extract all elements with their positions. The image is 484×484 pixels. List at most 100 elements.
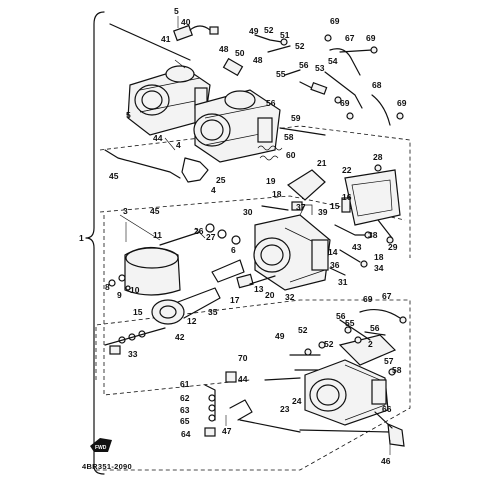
screw-59 [279, 127, 326, 136]
part-label-46: 46 [381, 456, 391, 466]
part-label-69: 69 [340, 98, 350, 108]
part-label-48: 48 [219, 44, 229, 54]
part-label-56: 56 [299, 60, 309, 70]
part-label-41: 41 [161, 34, 171, 44]
part-label-49: 49 [249, 26, 259, 36]
fwd-label: FWD [95, 445, 107, 451]
float-chamber-upper [286, 164, 401, 226]
part-label-18: 18 [272, 189, 282, 199]
part-label-40: 40 [181, 17, 191, 27]
piston-valve-12 [151, 273, 276, 325]
part-label-52: 52 [264, 25, 274, 35]
part-label-44: 44 [238, 374, 248, 384]
part-label-27: 27 [206, 232, 216, 242]
part-label-35: 35 [208, 307, 218, 317]
lower-group-outline [95, 299, 411, 471]
leader-lines [119, 16, 391, 455]
part-label-6: 6 [231, 245, 236, 255]
part-label-17: 17 [230, 295, 240, 305]
assembly-bracket [85, 11, 105, 475]
part-label-43: 43 [352, 242, 362, 252]
part-label-39: 39 [318, 207, 328, 217]
part-label-55: 55 [345, 318, 355, 328]
throttle-shaft-46 [299, 411, 405, 447]
part-label-2: 2 [368, 339, 373, 349]
part-label-45: 45 [109, 171, 119, 181]
part-label-66: 66 [382, 404, 392, 414]
part-label-20: 20 [265, 290, 275, 300]
part-label-52: 52 [298, 325, 308, 335]
part-label-16: 16 [342, 192, 352, 202]
part-label-67: 67 [382, 291, 392, 301]
part-label-57: 57 [384, 356, 394, 366]
part-label-12: 12 [187, 316, 197, 326]
lower-small-parts [225, 319, 396, 383]
part-label-55: 55 [276, 69, 286, 79]
part-label-5: 5 [174, 6, 179, 16]
diaphragm-cover-11 [124, 227, 206, 296]
vent-hoses-lower [344, 308, 407, 344]
part-label-5: 5 [126, 110, 131, 120]
part-label-63: 63 [180, 405, 190, 415]
part-label-24: 24 [292, 396, 302, 406]
part-label-51: 51 [280, 30, 290, 40]
link-bracket-25 [181, 157, 209, 183]
part-label-67: 67 [345, 33, 355, 43]
part-label-21: 21 [317, 158, 327, 168]
part-label-11: 11 [153, 230, 162, 240]
part-label-9: 9 [117, 290, 122, 300]
lower-carburetor [304, 334, 397, 426]
part-label-13: 13 [254, 284, 264, 294]
part-labels: 5 40 41 49 52 51 52 69 67 69 48 50 48 54… [79, 6, 407, 466]
part-label-59: 59 [291, 113, 301, 123]
linkage-lower-left [204, 384, 301, 437]
part-label-34: 34 [374, 263, 384, 273]
part-label-58: 58 [284, 132, 294, 142]
part-label-65: 65 [180, 416, 190, 426]
part-label-15: 15 [330, 201, 340, 211]
linkage-rod-45 [104, 149, 181, 179]
part-label-30: 30 [243, 207, 253, 217]
part-label-47: 47 [222, 426, 232, 436]
part-label-68: 68 [372, 80, 382, 90]
part-label-69: 69 [363, 294, 373, 304]
top-left-carburetor [127, 59, 211, 136]
part-label-69: 69 [366, 33, 376, 43]
part-label-28: 28 [373, 152, 383, 162]
part-label-10: 10 [130, 285, 140, 295]
part-label-26: 26 [194, 226, 204, 236]
part-label-62: 62 [180, 393, 190, 403]
part-label-53: 53 [315, 63, 325, 73]
part-label-25: 25 [216, 175, 226, 185]
part-label-64: 64 [181, 429, 191, 439]
part-label-54: 54 [328, 56, 338, 66]
jet-set-33 [104, 327, 166, 355]
middle-small-parts [261, 201, 394, 276]
small-washers-8-9-10 [108, 274, 131, 291]
part-label-33: 33 [128, 349, 138, 359]
part-label-1: 1 [79, 233, 84, 243]
part-label-50: 50 [235, 48, 245, 58]
part-label-58: 58 [392, 365, 402, 375]
part-label-4: 4 [211, 185, 216, 195]
part-label-52: 52 [295, 41, 305, 51]
part-label-3: 3 [123, 206, 128, 216]
part-label-8: 8 [105, 282, 110, 292]
part-label-61: 61 [180, 379, 190, 389]
top-small-parts [173, 24, 342, 104]
vent-hoses-top [324, 34, 404, 126]
part-label-36: 36 [330, 260, 340, 270]
part-label-44: 44 [153, 133, 163, 143]
bracket-26-27 [205, 223, 245, 283]
throttle-shaft-top [109, 23, 191, 61]
fwd-arrow-icon: FWD [90, 438, 112, 452]
part-label-23: 23 [280, 404, 290, 414]
part-label-18: 18 [374, 252, 384, 262]
part-label-32: 32 [285, 292, 295, 302]
part-label-56: 56 [336, 311, 346, 321]
part-label-70: 70 [238, 353, 248, 363]
part-label-49: 49 [275, 331, 285, 341]
part-label-31: 31 [338, 277, 348, 287]
top-right-carburetor [193, 89, 281, 163]
